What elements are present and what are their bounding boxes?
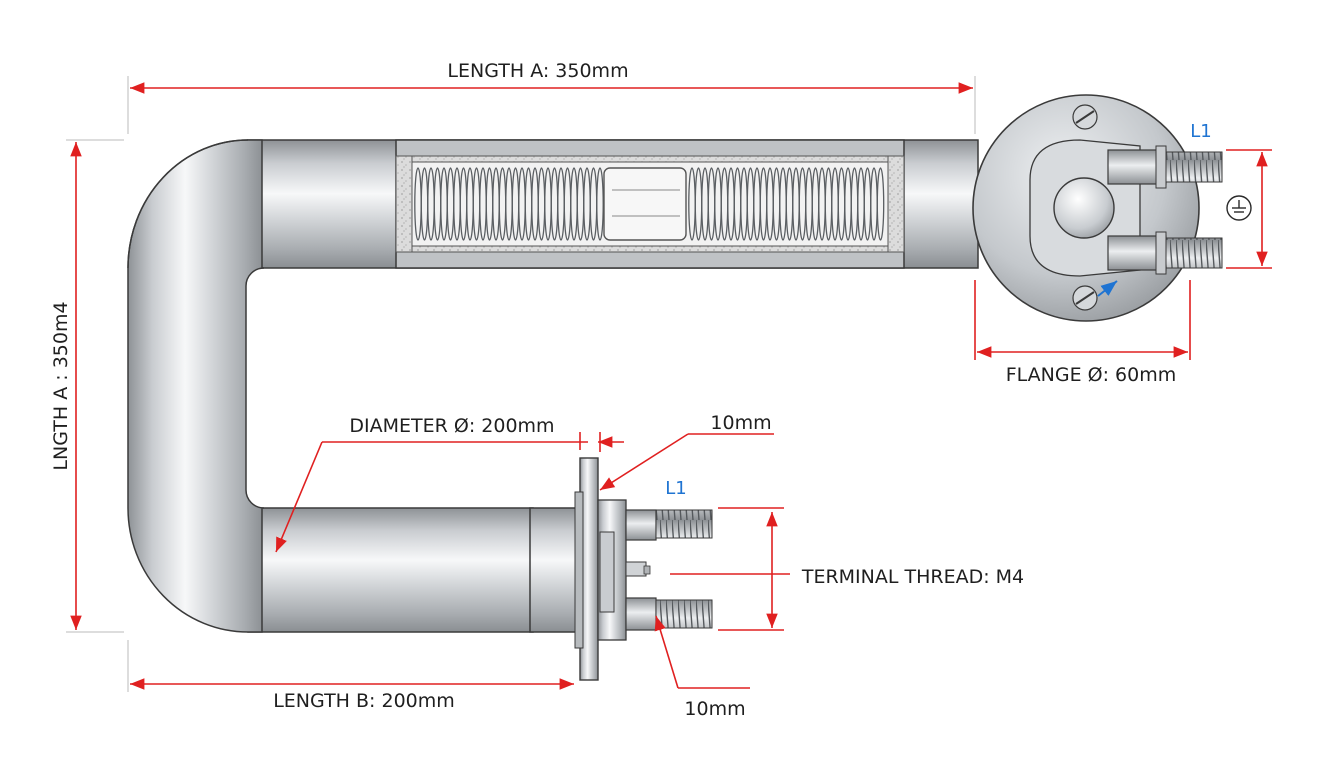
dimension-lines [66,76,1272,692]
terminal-top-label: L1 [1190,121,1211,142]
screw-top [1072,104,1098,130]
plate-flange [574,457,713,681]
length-b-label: LENGTH B: 200mm [273,690,455,712]
gap-top-label: 10mm [710,412,771,434]
length-a-side-label: LNGTH A : 350m4 [50,301,72,470]
cutaway-section [395,139,905,269]
coil-loop [596,167,604,241]
gap-bottom-label: 10mm [684,698,745,720]
u-bend [127,139,265,633]
ground-icon: ⏚ [0,0,1252,221]
ground-symbol-text: ⏚ [0,0,1,1]
flange-diameter-label: FLANGE Ø: 60mm [1006,364,1177,386]
screw-bottom [1072,285,1098,311]
round-flange [972,94,1223,322]
coil-loop [876,167,885,241]
length-a-top-label: LENGTH A: 350mm [447,60,628,82]
terminal-thread-label: TERMINAL THREAD: M4 [801,566,1024,588]
heating-coil [414,167,885,241]
lower-tube [247,507,583,633]
terminal-bottom-label: L1 [665,478,686,499]
diameter-label: DIAMETER Ø: 200mm [349,415,554,437]
